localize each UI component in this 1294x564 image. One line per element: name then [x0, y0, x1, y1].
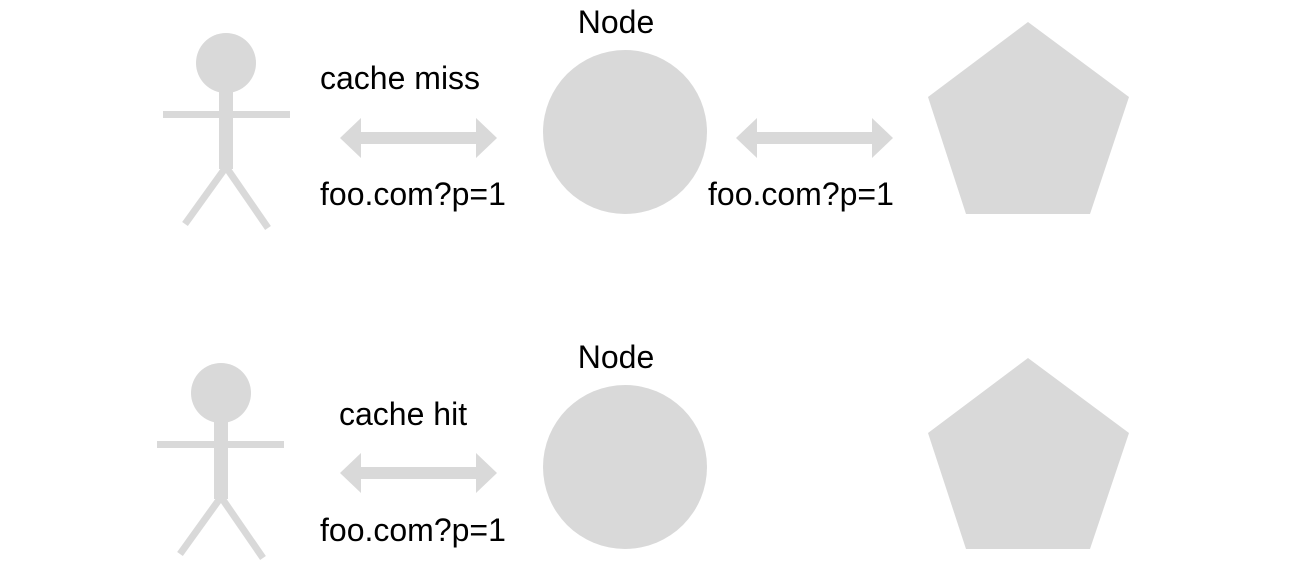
origin-pentagon-icon [928, 22, 1129, 214]
node-label: Node [578, 4, 655, 40]
user-body [219, 91, 233, 169]
client-node-double-arrow-icon [340, 118, 497, 158]
user-left-leg [177, 494, 224, 557]
user-body [214, 421, 228, 499]
cache-hit-row: Node cache hit foo.com?p=1 [157, 339, 1129, 560]
client-request-label: foo.com?p=1 [320, 512, 506, 548]
cache-status-label: cache miss [320, 60, 480, 96]
user-left-leg [182, 164, 229, 227]
user-arms [157, 441, 284, 448]
client-node-double-arrow-icon [340, 453, 497, 493]
user-stick-figure-icon [157, 363, 284, 560]
cache-miss-row: Node cache miss foo.com?p=1 foo.com?p=1 [163, 4, 1129, 230]
origin-request-label: foo.com?p=1 [708, 176, 894, 212]
cache-status-label: cache hit [339, 396, 467, 432]
node-circle-icon [543, 385, 707, 549]
user-right-leg [218, 495, 266, 560]
user-arms [163, 111, 290, 118]
node-origin-double-arrow-icon [736, 118, 893, 158]
client-request-label: foo.com?p=1 [320, 176, 506, 212]
user-stick-figure-icon [163, 33, 290, 230]
node-circle-icon [543, 50, 707, 214]
node-label: Node [578, 339, 655, 375]
origin-pentagon-icon [928, 358, 1129, 549]
user-head [196, 33, 256, 93]
user-head [191, 363, 251, 423]
user-right-leg [223, 165, 271, 230]
